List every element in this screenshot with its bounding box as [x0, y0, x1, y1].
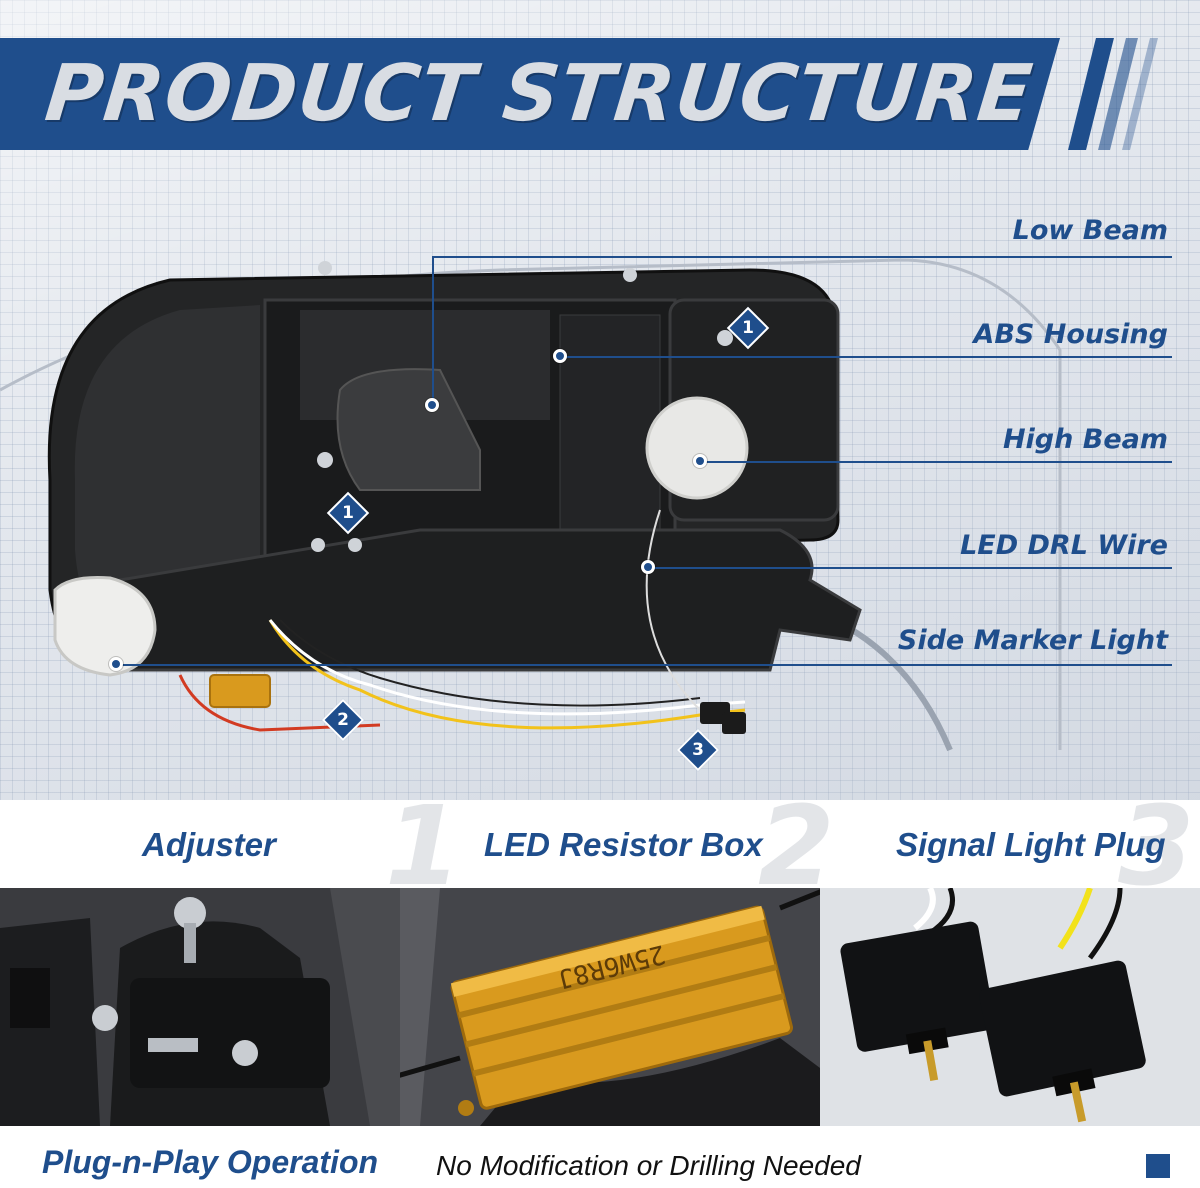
plug-right — [979, 960, 1146, 1097]
callout-line — [116, 664, 1172, 666]
signal-plug-photo — [820, 888, 1200, 1126]
resistor-box — [209, 674, 271, 708]
callout-label-low-beam: Low Beam — [1012, 215, 1168, 246]
footer-subtext: No Modification or Drilling Needed — [436, 1150, 861, 1181]
footer-square-icon — [1146, 1154, 1170, 1178]
callout-label-led-drl-wire: LED DRL Wire — [960, 530, 1168, 561]
callout-dot — [109, 657, 123, 671]
feature-number: 1 — [385, 782, 462, 910]
low-beam — [336, 368, 481, 491]
resistor-box-photo: 25W6R8J — [400, 888, 820, 1126]
headlight-illustration — [0, 258, 1062, 752]
feature-number: 3 — [1118, 782, 1195, 910]
callout-label-side-marker-light: Side Marker Light — [897, 625, 1168, 656]
callout-line — [432, 256, 434, 406]
footer-headline: Plug-n-Play Operation — [42, 1144, 379, 1180]
callout-line — [560, 356, 1172, 358]
footer — [0, 1126, 1200, 1188]
callout-line — [648, 567, 1172, 569]
plug-left — [840, 921, 995, 1052]
title-banner — [0, 38, 1060, 150]
callout-dot — [425, 398, 439, 412]
callout-dot — [553, 349, 567, 363]
high-beam-cap — [645, 396, 749, 500]
feature-number: 2 — [758, 782, 835, 910]
callout-label-high-beam: High Beam — [1002, 424, 1168, 455]
callout-line — [432, 256, 1172, 258]
page-title: PRODUCT STRUCTURE — [41, 49, 1037, 139]
callout-label-abs-housing: ABS Housing — [973, 319, 1168, 350]
feature-label-resistor-box: LED Resistor Box — [484, 826, 763, 863]
callout-dot — [693, 454, 707, 468]
adjuster-photo — [0, 888, 418, 1126]
drl-wire — [268, 619, 746, 730]
callout-dot — [641, 560, 655, 574]
feature-band — [0, 800, 1200, 888]
feature-label-adjuster: Adjuster — [142, 826, 276, 863]
feature-label-signal-plug: Signal Light Plug — [896, 826, 1166, 863]
side-marker-light — [53, 576, 157, 677]
callout-line — [700, 461, 1172, 463]
